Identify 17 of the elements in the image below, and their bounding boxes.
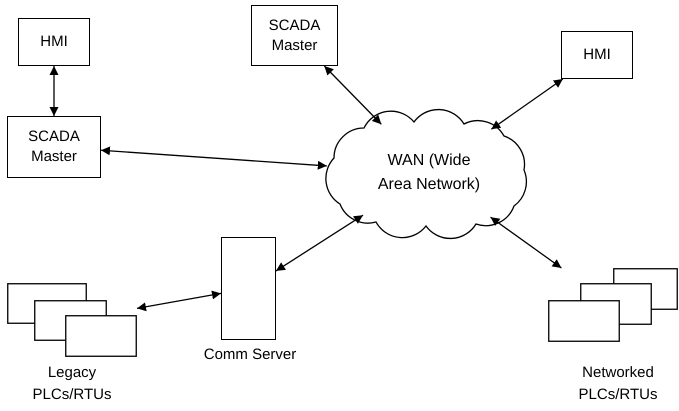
double-arrow [136, 290, 222, 312]
device-box: SCADA Master [7, 116, 101, 178]
double-arrow [490, 216, 562, 269]
double-arrow [324, 66, 382, 125]
caption-label: Comm Server [202, 345, 298, 365]
device-box: HMI [18, 18, 90, 66]
double-arrow [276, 214, 364, 272]
double-arrow [490, 78, 564, 130]
device-box [221, 237, 276, 340]
double-arrow [100, 146, 327, 170]
stacked-device-boxes [7, 283, 137, 357]
stacked-device-boxes [548, 268, 678, 342]
caption-label: Networked PLCs/RTUs [578, 363, 658, 405]
double-arrow [50, 66, 58, 116]
device-box: HMI [561, 31, 633, 79]
device-box: SCADA Master [251, 5, 338, 66]
caption-label: Legacy PLCs/RTUs [32, 363, 112, 405]
